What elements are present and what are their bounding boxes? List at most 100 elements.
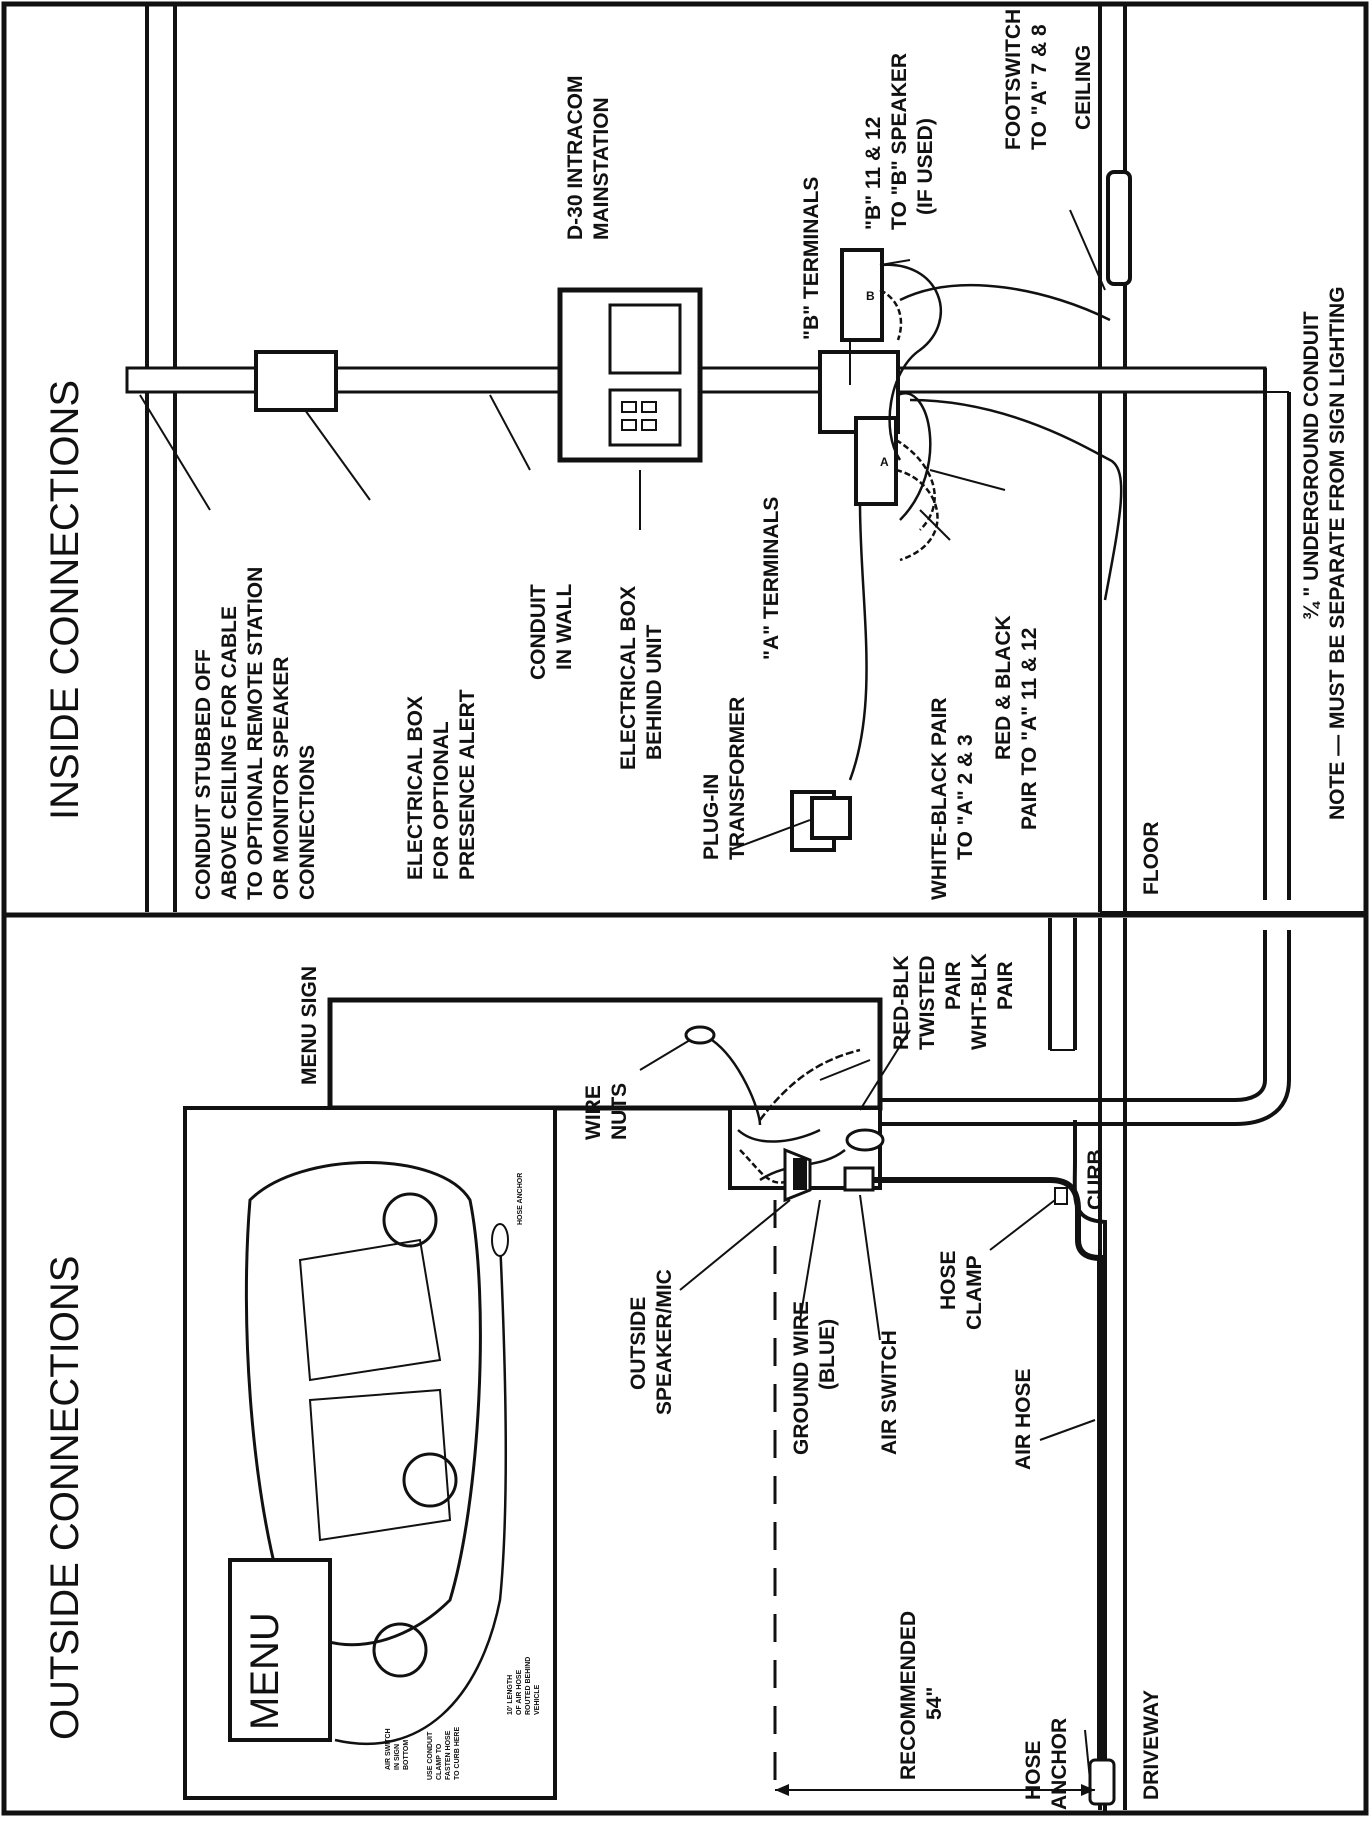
conduit-stub-line-5: CONNECTIONS bbox=[296, 745, 319, 900]
inside-wires bbox=[848, 263, 1123, 781]
inset-clamp-3: FASTEN HOSE bbox=[445, 1730, 452, 1780]
ceiling-label: CEILING bbox=[1072, 45, 1095, 130]
speaker-mic bbox=[783, 1147, 812, 1203]
conduit-stub-line-2: ABOVE CEILING FOR CABLE bbox=[218, 606, 241, 900]
inside-title: INSIDE CONNECTIONS bbox=[43, 380, 87, 820]
inset-length-3: ROUTED BEHIND bbox=[525, 1657, 532, 1715]
svg-text:OR MONITOR SPEAKER: OR MONITOR SPEAKER bbox=[270, 657, 293, 900]
svg-text:TO OPTIONAL REMOTE STATION: TO OPTIONAL REMOTE STATION bbox=[244, 567, 267, 900]
red-blk-line-1: RED-BLK bbox=[890, 956, 913, 1051]
red-black-line-1: RED & BLACK bbox=[992, 615, 1015, 760]
hose-clamp bbox=[1054, 1187, 1068, 1205]
a-terminals-label: "A" TERMINALS bbox=[760, 497, 783, 660]
elec-box-behind-line-2: BEHIND UNIT bbox=[643, 624, 666, 760]
wht-blk-line-1: WHT-BLK bbox=[968, 953, 991, 1050]
red-blk-twisted-pair bbox=[759, 1048, 861, 1121]
wire-nuts-line-1: WIRE bbox=[582, 1085, 605, 1140]
inset-length-4: VEHICLE bbox=[534, 1684, 541, 1715]
inside-leaders bbox=[139, 209, 1106, 851]
a-terminal-mark: A bbox=[880, 455, 889, 469]
conduit-stub-line-4: OR MONITOR SPEAKER bbox=[270, 657, 293, 900]
b-speaker-line-1: "B" 11 & 12 bbox=[862, 117, 885, 230]
mainstation-line-1: D-30 INTRACOM bbox=[564, 75, 587, 240]
hose-clamp-line-1: HOSE bbox=[937, 1250, 960, 1310]
inset-illustration: MENU HOSE ANCHOR 10' LENGTH OF AIR HOSE … bbox=[183, 1106, 557, 1800]
inset-air-switch-3: BOTTOM bbox=[403, 1740, 410, 1770]
hose-clamp-line-2: CLAMP bbox=[963, 1255, 986, 1330]
floor-label: FLOOR bbox=[1140, 822, 1163, 896]
inset-clamp-2: CLAMP TO bbox=[436, 1743, 443, 1780]
inset-menu-text: MENU bbox=[243, 1612, 287, 1730]
hose-anchor bbox=[1088, 1758, 1116, 1806]
air-switch bbox=[843, 1166, 875, 1192]
ground-structure bbox=[1048, 918, 1127, 1810]
outside-title: OUTSIDE CONNECTIONS bbox=[43, 1256, 87, 1740]
elec-box-behind-line-1: ELECTRICAL BOX bbox=[617, 586, 640, 770]
elec-box-optional-line-2: FOR OPTIONAL bbox=[430, 721, 453, 880]
inset-air-switch-1: AIR SWITCH bbox=[385, 1728, 392, 1770]
driveway-label: DRIVEWAY bbox=[1140, 1690, 1163, 1800]
outside-labels: WIRE NUTS RED-BLK TWISTED PAIR WHT-BLK P… bbox=[582, 953, 1163, 1810]
footswitch bbox=[1106, 170, 1132, 286]
conduit-stub-line-1: CONDUIT STUBBED OFF bbox=[192, 649, 215, 900]
white-black-line-2: TO "A" 2 & 3 bbox=[954, 734, 977, 860]
menu-sign-label: MENU SIGN bbox=[298, 966, 321, 1085]
svg-text:CONDUIT STUBBED OFF: CONDUIT STUBBED OFF bbox=[192, 649, 215, 900]
inset-menu-sign bbox=[228, 1558, 332, 1742]
plug-in-transformer bbox=[790, 790, 852, 852]
red-blk-line-2: TWISTED bbox=[916, 956, 939, 1051]
b-speaker-line-2: TO "B" SPEAKER bbox=[888, 53, 911, 230]
mainstation-unit bbox=[557, 287, 703, 463]
air-hose bbox=[873, 1177, 1103, 1780]
recommended-line-1: RECOMMENDED bbox=[897, 1611, 920, 1780]
plug-in-line-1: PLUG-IN bbox=[700, 774, 723, 860]
curb-label: CURB bbox=[1084, 1149, 1107, 1210]
wht-blk-line-2: PAIR bbox=[994, 961, 1017, 1010]
plug-in-line-2: TRANSFORMER bbox=[726, 697, 749, 860]
inset-length-2: OF AIR HOSE bbox=[516, 1669, 523, 1715]
svg-text:ABOVE CEILING FOR CABLE: ABOVE CEILING FOR CABLE bbox=[218, 606, 241, 900]
underground-line-2: NOTE — MUST BE SEPARATE FROM SIGN LIGHTI… bbox=[1326, 286, 1349, 820]
speaker-mic-line-2: SPEAKER/MIC bbox=[653, 1269, 676, 1415]
recommended-line-2: 54" bbox=[923, 1687, 946, 1720]
elec-box-optional-line-3: PRESENCE ALERT bbox=[456, 689, 479, 880]
hose-anchor-line-2: ANCHOR bbox=[1048, 1718, 1071, 1810]
inset-hose-anchor: HOSE ANCHOR bbox=[517, 1173, 524, 1225]
footswitch-line-1: FOOTSWITCH bbox=[1002, 9, 1025, 150]
b-terminals-label: "B" TERMINALS bbox=[800, 177, 823, 340]
ceiling-structure bbox=[145, 6, 1364, 913]
mainstation-line-2: MAINSTATION bbox=[590, 97, 613, 240]
inset-air-switch-2: IN SIGN bbox=[394, 1744, 401, 1770]
conduit-wall-line-1: CONDUIT bbox=[527, 584, 550, 680]
underground-line-1: ¾ " UNDERGROUND CONDUIT bbox=[1300, 311, 1323, 620]
inset-clamp-4: TO CURB HERE bbox=[454, 1727, 461, 1780]
b-terminal-block: B bbox=[840, 248, 884, 342]
elec-box-optional-line-1: ELECTRICAL BOX bbox=[404, 696, 427, 880]
inside-labels: CONDUIT STUBBED OFF ABOVE CEILING FOR CA… bbox=[192, 9, 1349, 900]
b-speaker-line-3: (IF USED) bbox=[914, 118, 937, 215]
conduit-wall-line-2: IN WALL bbox=[553, 584, 576, 670]
air-switch-label: AIR SWITCH bbox=[878, 1330, 901, 1455]
white-black-line-1: WHITE-BLACK PAIR bbox=[928, 697, 951, 900]
ground-wire-line-1: GROUND WIRE bbox=[790, 1301, 813, 1455]
speaker-mic-line-1: OUTSIDE bbox=[627, 1297, 650, 1390]
svg-text:CONNECTIONS: CONNECTIONS bbox=[296, 745, 319, 900]
inset-length-1: 10' LENGTH bbox=[507, 1675, 514, 1715]
menu-sign bbox=[327, 997, 883, 1111]
air-hose-label: AIR HOSE bbox=[1012, 1368, 1035, 1470]
ground-wire-line-2: (BLUE) bbox=[816, 1319, 839, 1390]
outside-conduit bbox=[880, 930, 1291, 1126]
outside-leaders bbox=[639, 1029, 1096, 1781]
optional-electrical-box bbox=[254, 350, 338, 412]
inset-clamp-1: USE CONDUIT bbox=[427, 1731, 434, 1780]
conduit-stub-line-3: TO OPTIONAL REMOTE STATION bbox=[244, 567, 267, 900]
b-terminal-mark: B bbox=[866, 289, 875, 303]
red-blk-line-3: PAIR bbox=[942, 961, 965, 1010]
hose-anchor-line-1: HOSE bbox=[1022, 1740, 1045, 1800]
footswitch-line-2: TO "A" 7 & 8 bbox=[1028, 24, 1051, 150]
red-black-line-2: PAIR TO "A" 11 & 12 bbox=[1018, 628, 1041, 830]
wire-nuts-line-2: NUTS bbox=[608, 1083, 631, 1140]
recommended-height-line bbox=[773, 1200, 1095, 1796]
